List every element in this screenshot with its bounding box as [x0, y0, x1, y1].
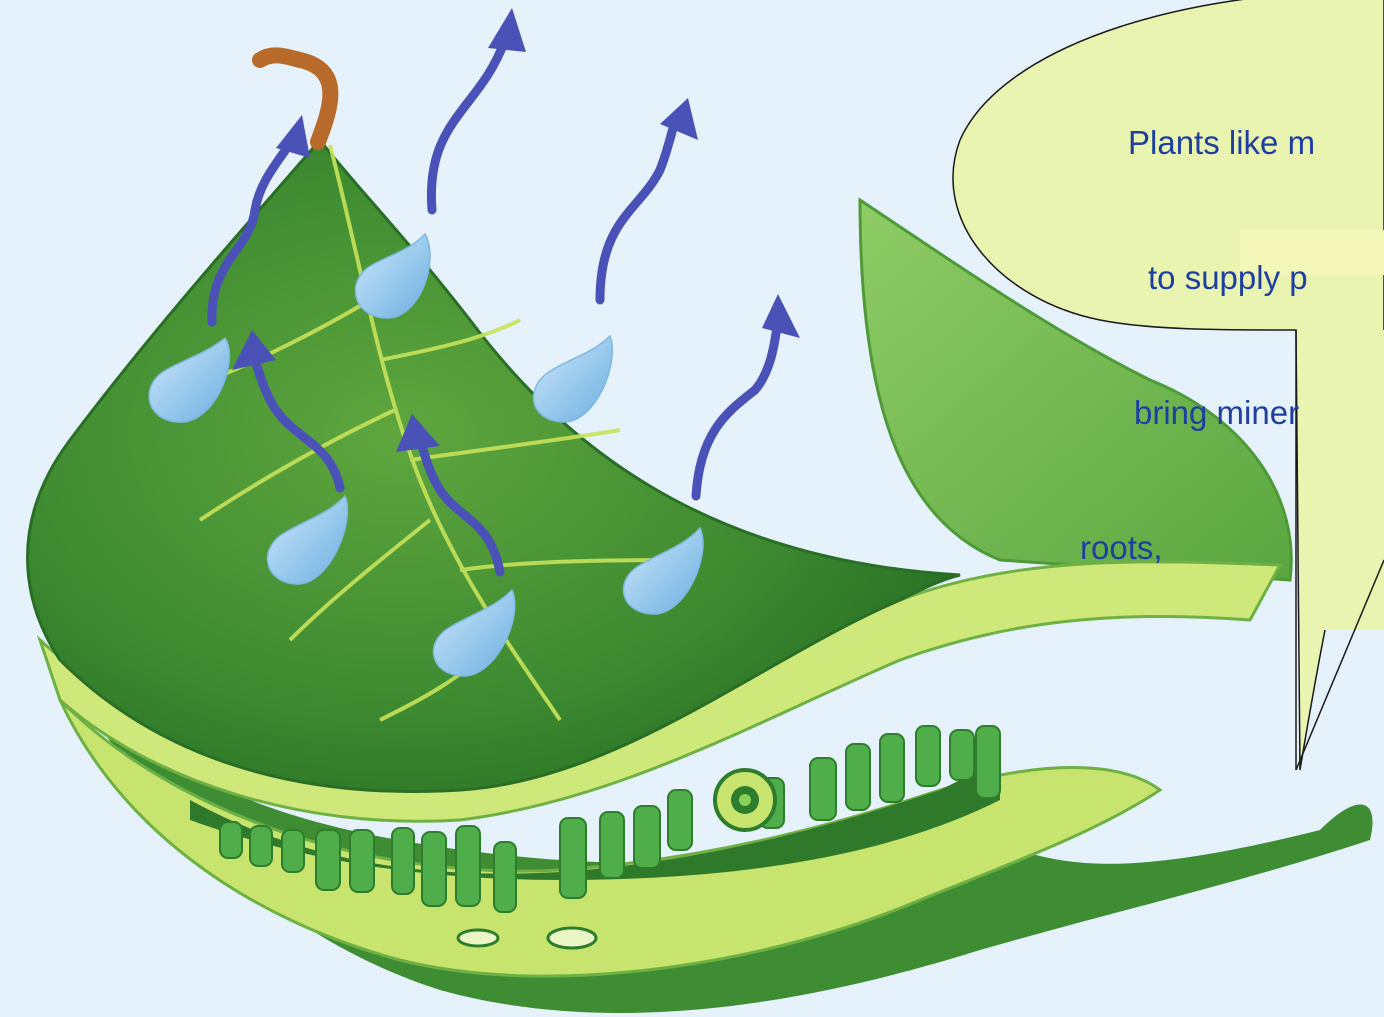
speech-line: bring miner — [1080, 390, 1384, 435]
speech-bubble-text: Plants like m to supply p bring miner ro… — [1080, 30, 1384, 615]
transpiration-arrow-icon — [600, 118, 676, 300]
water-droplet-icon — [533, 336, 612, 422]
speech-line: Plants like m — [1080, 120, 1384, 165]
transpiration-arrow-icon — [696, 320, 778, 496]
speech-line: to supply p — [1080, 255, 1384, 300]
stoma — [548, 928, 596, 948]
transpiration-arrow-icon — [431, 40, 505, 210]
stoma — [458, 930, 498, 946]
speech-line: roots, — [1080, 525, 1384, 570]
